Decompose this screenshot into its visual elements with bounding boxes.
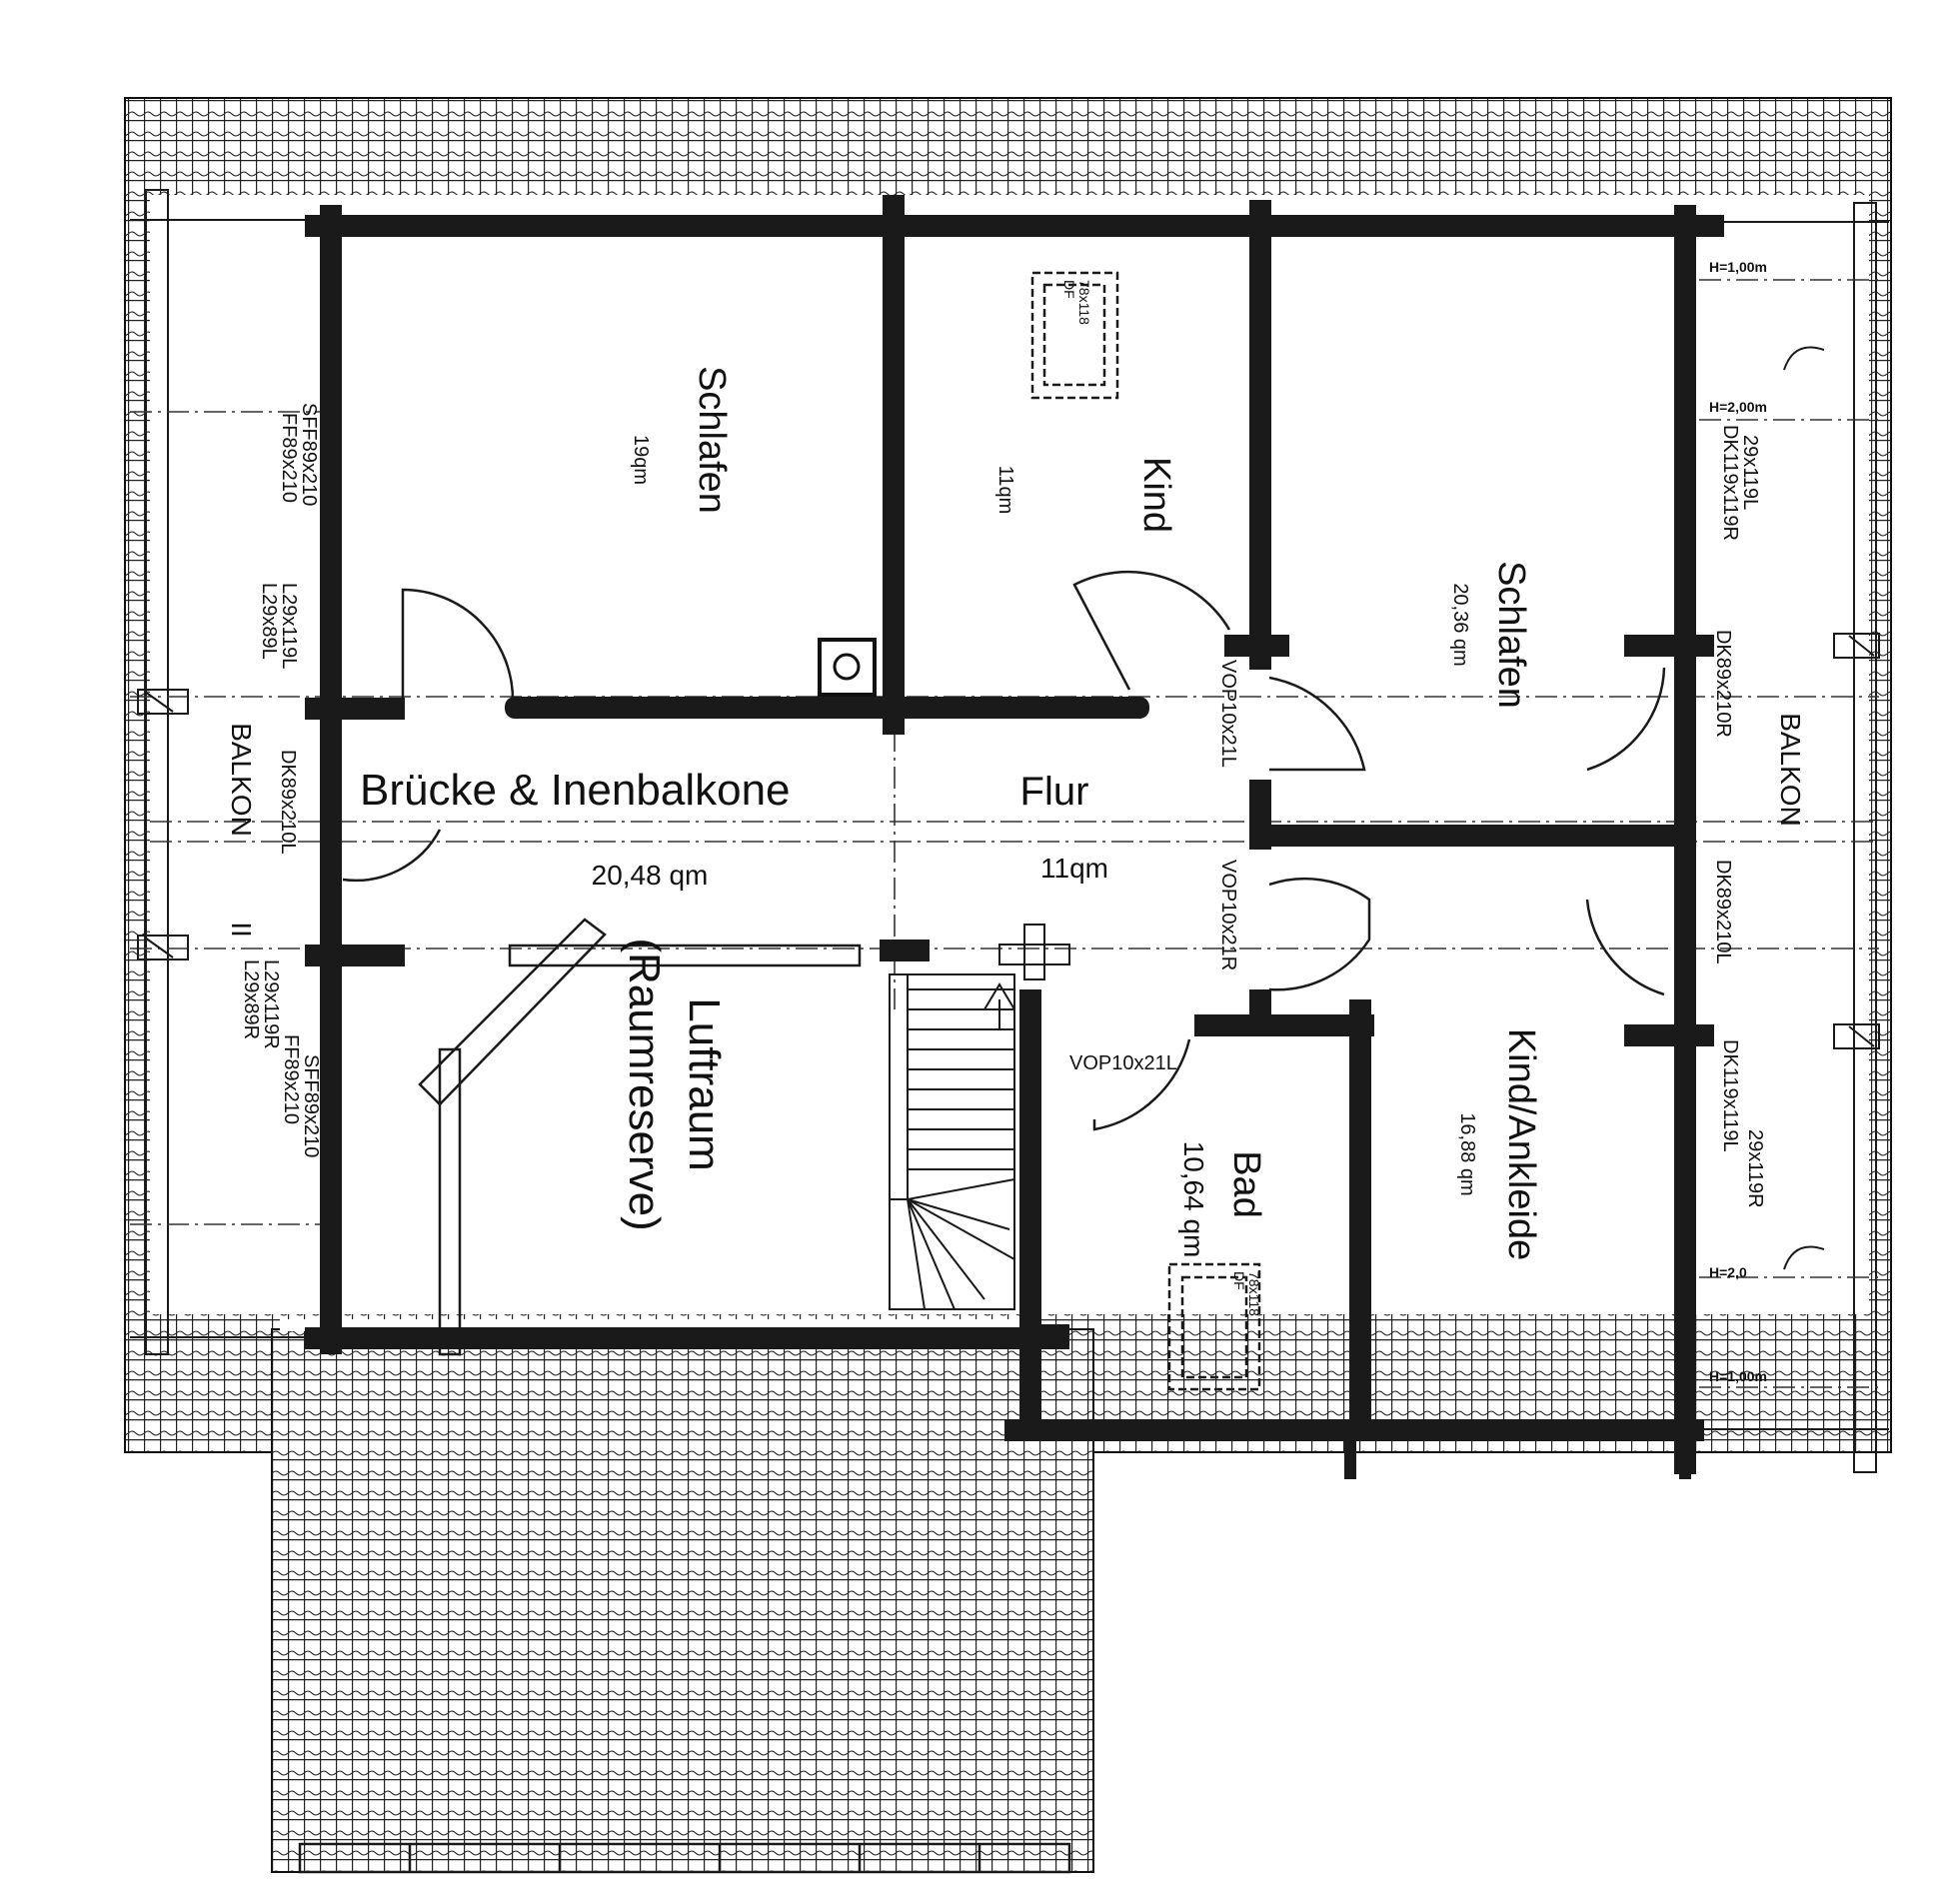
right-labels-bottom: DK119x119L 29x119R [1719,1039,1766,1208]
right-label-h2-top: H=2,00m [1709,399,1767,415]
skylight-bad-text: DF 78x118 [1231,1271,1262,1316]
svg-text:DF: DF [1061,280,1077,299]
svg-text:29x119R: 29x119R [1744,1129,1766,1208]
left-windows [137,369,339,1235]
balcony-outlines [130,189,1889,1473]
svg-text:SFF89x210: SFF89x210 [300,1054,322,1157]
svg-text:DK119x119R: DK119x119R [1719,425,1741,541]
right-labels-top: 29x119L DK119x119R [1719,425,1761,541]
room-bruecke-name: Brücke & Inenbalkone [360,766,791,815]
roof-bottom-detail [298,1842,1071,1874]
svg-text:SFF89x210: SFF89x210 [298,403,320,506]
svg-text:L29x89L: L29x89L [258,583,280,660]
room-kind-top-area: 11qm [994,466,1016,515]
door-swings [342,570,1666,1131]
svg-text:78x118: 78x118 [1246,1271,1262,1316]
room-bad-name: Bad [1225,1150,1267,1218]
room-flur-name: Flur [1020,770,1089,814]
dash-dot-lines [130,279,1879,1388]
roof-tiles [124,97,1892,1873]
luftraum-beams [418,918,862,1356]
svg-text:L29x119R: L29x119R [260,959,282,1049]
room-schlafen-right-name: Schlafen [1490,561,1532,709]
room-luftraum-sub: (Raumreserve) [620,938,669,1230]
svg-text:DK119x119L: DK119x119L [1719,1039,1741,1152]
right-label-h2-bottom: H=2,0 [1709,1264,1747,1280]
room-kind-ankleide-area: 16,88 qm [1456,1112,1478,1195]
left-labels-top: SFF89x210 FF89x210 L29x119L L29x89L [258,403,320,669]
svg-text:L29x119L: L29x119L [278,583,300,669]
room-kind-top-name: Kind [1135,457,1177,533]
door-label-vop3: VOP10x21L [1069,1052,1177,1074]
room-bruecke-area: 20,48 qm [592,860,709,891]
room-bad-area: 10,64 qm [1178,1141,1209,1258]
svg-text:DF: DF [1231,1271,1247,1290]
balcony-right-label: BALKON [1775,713,1806,827]
room-schlafen-left-area: 19qm [630,435,652,485]
left-label-mid: DK89x210L [277,750,299,855]
svg-text:FF89x210: FF89x210 [280,1034,302,1124]
staircase [889,924,1070,1310]
svg-text:78x118: 78x118 [1076,280,1092,325]
balcony-left-label: BALKON [226,723,257,837]
door-label-vop1: VOP10x21L [1217,660,1239,768]
room-luftraum-name: Luftraum [680,997,729,1171]
svg-text:FF89x210: FF89x210 [278,413,300,503]
room-flur-area: 11qm [1040,853,1108,884]
room-kind-ankleide-name: Kind/Ankleide [1500,1028,1542,1260]
room-schlafen-left-name: Schlafen [691,366,733,514]
svg-text:L29x89R: L29x89R [240,959,262,1039]
door-label-vop2: VOP10x21R [1217,860,1239,970]
svg-text:29x119L: 29x119L [1739,435,1761,510]
right-label-mid2: DK89x210L [1712,860,1734,964]
right-windows [1679,346,1880,1270]
balcony-left-extra: II [226,922,257,938]
right-label-mid1: DK89x210R [1712,630,1734,738]
chimney [818,638,877,697]
skylight-top-text: DF 78x118 [1061,280,1092,325]
skylight-bad [1167,1262,1261,1391]
right-label-h1-bottom: H=1,00m [1709,1368,1767,1384]
left-labels-bottom: L29x119R L29x89R FF89x210 SFF89x210 [240,959,322,1157]
room-schlafen-right-area: 20,36 qm [1449,583,1471,666]
right-label-h1-top: H=1,00m [1709,259,1767,275]
skylight-top [1030,271,1119,400]
